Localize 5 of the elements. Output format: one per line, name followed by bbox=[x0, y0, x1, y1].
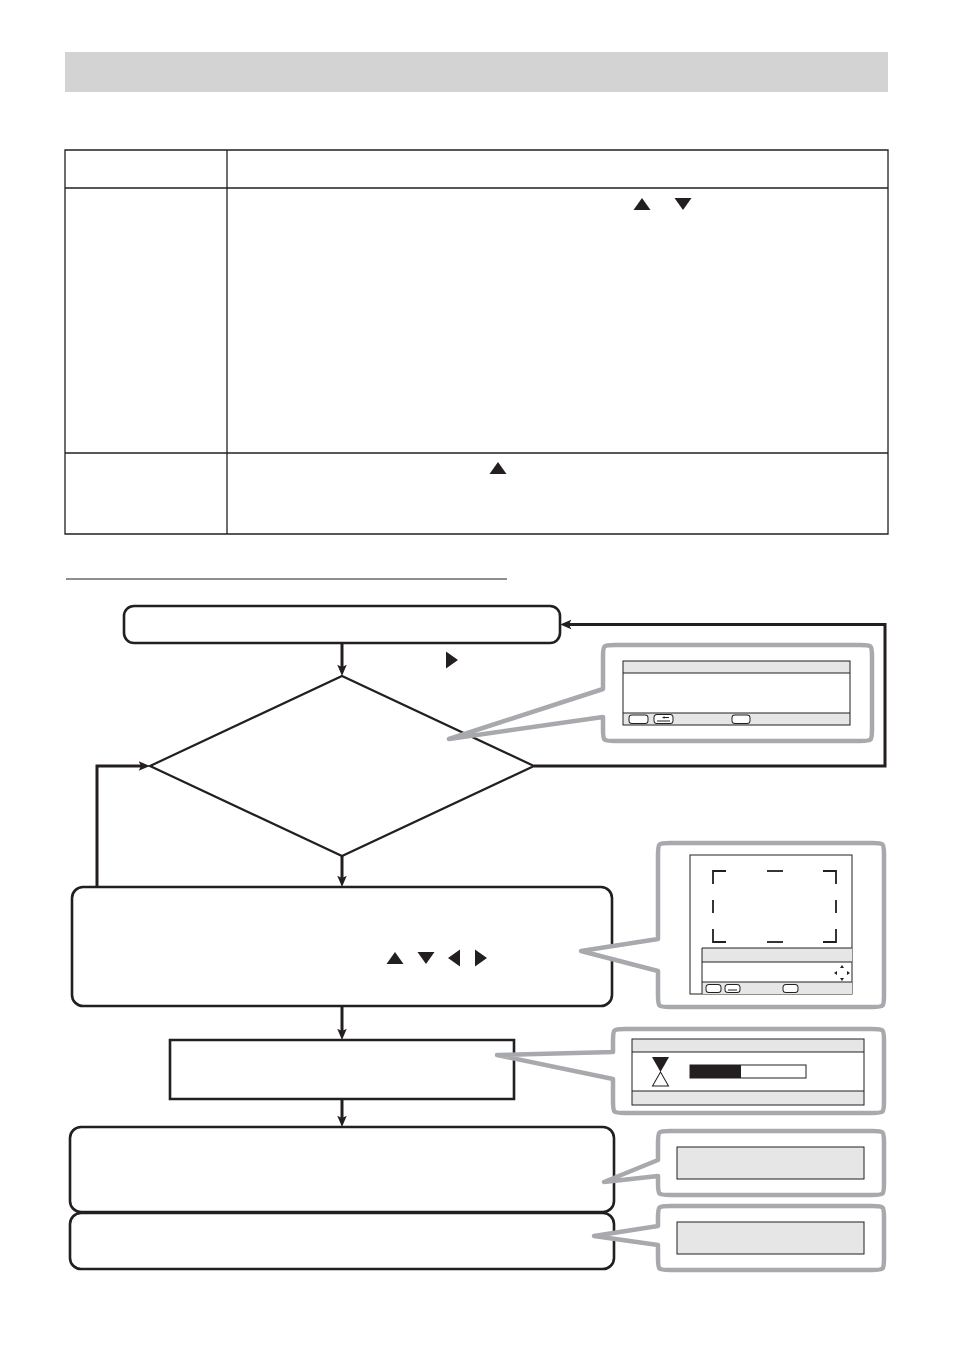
process-box bbox=[70, 885, 614, 1008]
process-box bbox=[68, 1125, 616, 1214]
process-box bbox=[122, 604, 562, 645]
process-box bbox=[168, 1038, 516, 1101]
process-box bbox=[68, 1211, 616, 1271]
